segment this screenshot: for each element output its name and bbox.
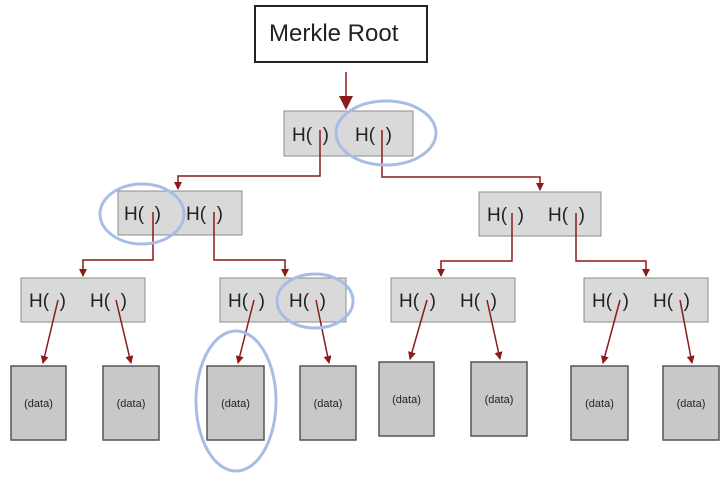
hash-right-text: H( ) (186, 204, 223, 225)
hash-left-text: H( ) (592, 291, 629, 312)
hash-right-text: H( ) (289, 291, 326, 312)
edge-to-data-5 (408, 299, 428, 360)
hash-right-text: H( ) (548, 205, 585, 226)
merkle-root-label: Merkle Root (269, 20, 399, 47)
data-block-3: (data) (206, 365, 265, 441)
merkle-root-box: Merkle Root (254, 5, 428, 63)
edge-top-to-mid-left (174, 130, 321, 190)
hash-node-bottom-4: H( ) H( ) (583, 277, 709, 323)
hash-right-text: H( ) (355, 125, 392, 146)
edge-mid-left-to-bottom-2 (213, 212, 289, 277)
hash-left-text: H( ) (29, 291, 66, 312)
hash-node-mid-right: H( ) H( ) (478, 191, 602, 237)
edge-to-data-1 (40, 299, 59, 364)
edge-to-data-8 (679, 299, 695, 364)
edge-to-data-4 (315, 299, 332, 364)
data-label: (data) (314, 398, 343, 410)
hash-left-text: H( ) (292, 125, 329, 146)
edge-mid-right-to-bottom-4 (575, 213, 650, 277)
edge-to-data-7 (600, 299, 621, 364)
edge-mid-left-to-bottom-1 (79, 212, 154, 277)
edge-mid-right-to-bottom-3 (437, 213, 513, 277)
highlight-ring-top-right (334, 99, 438, 167)
data-label: (data) (585, 398, 614, 410)
data-label: (data) (392, 394, 421, 406)
hash-left-text: H( ) (228, 291, 265, 312)
hash-node-bottom-1: H( ) H( ) (20, 277, 146, 323)
hash-right-text: H( ) (90, 291, 127, 312)
data-label: (data) (485, 394, 514, 406)
hash-node-mid-left: H( ) H( ) (117, 190, 243, 236)
highlight-ring-data-3 (194, 329, 278, 473)
hash-left-text: H( ) (124, 204, 161, 225)
edge-to-data-2 (115, 299, 134, 364)
hash-right-text: H( ) (653, 291, 690, 312)
hash-node-top: H( ) H( ) (283, 110, 414, 157)
highlight-ring-bottom-2 (275, 272, 355, 330)
hash-node-bottom-3: H( ) H( ) (390, 277, 516, 323)
data-label: (data) (221, 398, 250, 410)
data-block-7: (data) (570, 365, 629, 441)
data-block-6: (data) (470, 361, 528, 437)
data-block-8: (data) (662, 365, 720, 441)
edge-top-to-mid-right (381, 130, 544, 191)
data-label: (data) (24, 398, 53, 410)
data-block-1: (data) (10, 365, 67, 441)
data-block-5: (data) (378, 361, 435, 437)
data-block-2: (data) (102, 365, 160, 441)
hash-left-text: H( ) (487, 205, 524, 226)
data-block-4: (data) (299, 365, 357, 441)
data-label: (data) (677, 398, 706, 410)
highlight-ring-mid-left (98, 182, 186, 246)
edge-to-data-6 (486, 299, 503, 360)
hash-left-text: H( ) (399, 291, 436, 312)
data-label: (data) (117, 398, 146, 410)
hash-right-text: H( ) (460, 291, 497, 312)
